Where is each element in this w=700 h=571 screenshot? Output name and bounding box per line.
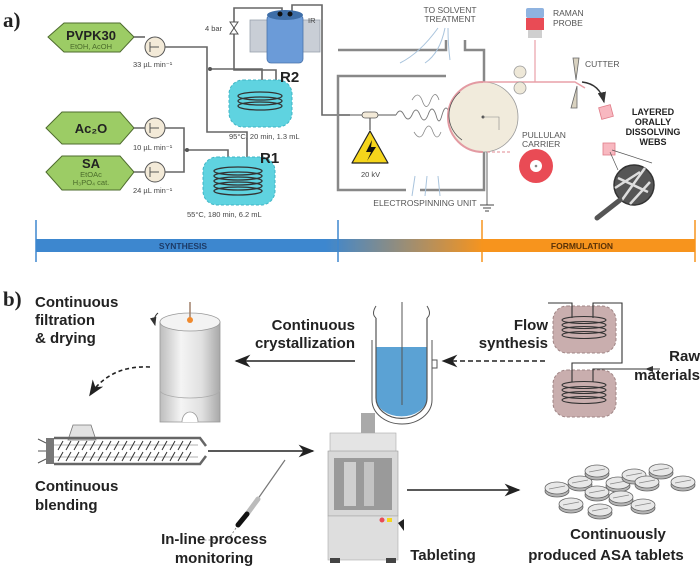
pump-icon bbox=[144, 36, 166, 58]
tableting-label: Tableting bbox=[410, 547, 476, 564]
pressure-valve-icon bbox=[229, 21, 239, 35]
filtration-to-blending-arrow bbox=[89, 366, 151, 397]
flow-rate-sa: 24 µL min⁻¹ bbox=[133, 186, 173, 195]
reagent-name: PVPK30 bbox=[66, 28, 116, 43]
flow-rate-pvpk30: 33 µL min⁻¹ bbox=[133, 60, 173, 69]
monitoring-label-2: monitoring bbox=[175, 550, 253, 567]
filter-dryer-icon bbox=[149, 302, 221, 423]
flow-synthesis-label-1: Flow bbox=[514, 317, 548, 334]
stage-formulation-label: FORMULATION bbox=[551, 241, 613, 251]
cutter-icon bbox=[570, 57, 580, 109]
pressure-label: 4 bar bbox=[205, 24, 223, 33]
webs-label-4: WEBS bbox=[640, 137, 667, 147]
raman-label-2: PROBE bbox=[553, 18, 583, 28]
collector-drum bbox=[447, 81, 519, 212]
tablet-press-icon bbox=[327, 413, 404, 563]
cutter-arrow bbox=[581, 81, 606, 104]
ir-cell-icon bbox=[249, 10, 321, 64]
reagent-sa: SA EtOAc H₃PO₄ cat. bbox=[45, 155, 135, 191]
tablets-label-1: Continuously bbox=[570, 526, 666, 543]
tablet-icon bbox=[670, 475, 696, 492]
pump-icon bbox=[144, 117, 166, 139]
tablet-icon bbox=[630, 498, 656, 515]
reagent-solvent: EtOH, AcOH bbox=[70, 42, 112, 51]
reagent-ac2o: Ac₂O bbox=[45, 111, 135, 145]
webs-label-1: LAYERED bbox=[632, 107, 675, 117]
high-voltage-icon bbox=[351, 130, 389, 164]
reactor-r2-label: R2 bbox=[280, 69, 299, 86]
solvent-treatment-label-2: TREATMENT bbox=[424, 14, 475, 24]
tablet-icon bbox=[567, 475, 593, 492]
spinneret bbox=[339, 94, 451, 138]
tablets-label-2: produced ASA tablets bbox=[528, 547, 684, 564]
pullulan-label-2: CARRIER bbox=[522, 139, 560, 149]
web-line bbox=[483, 40, 586, 153]
crystallization-label-2: crystallization bbox=[255, 335, 355, 352]
web-piece-icon bbox=[602, 142, 616, 156]
panel-a-label: a) bbox=[3, 8, 21, 32]
tablet-icon bbox=[608, 490, 634, 507]
filtration-label-3: & drying bbox=[35, 330, 96, 347]
tablet-icon bbox=[634, 475, 660, 492]
voltage-label: 20 kV bbox=[361, 170, 380, 179]
reactor-r2 bbox=[228, 79, 293, 128]
electrospinning-enclosure bbox=[336, 40, 486, 192]
blending-label-2: blending bbox=[35, 497, 98, 514]
reagent-solvent: EtOAc bbox=[80, 170, 102, 179]
blender-icon bbox=[37, 424, 207, 466]
tablet-icon bbox=[544, 481, 570, 498]
panel-b-label: b) bbox=[3, 287, 22, 311]
reactor-r2-conditions: 95°C, 20 min, 1.3 mL bbox=[229, 132, 300, 141]
solvent-treatment-label-1: TO SOLVENT bbox=[423, 5, 476, 15]
web-piece-icon bbox=[598, 104, 614, 120]
raw-materials-label-1: Raw bbox=[669, 348, 700, 365]
reagent-pvpk30: PVPK30 EtOH, AcOH bbox=[47, 22, 135, 53]
reactor-r1-conditions: 55°C, 180 min, 6.2 mL bbox=[187, 210, 262, 219]
flow-rate-ac2o: 10 µL min⁻¹ bbox=[133, 143, 173, 152]
raman-probe-icon bbox=[526, 8, 544, 38]
webs-label-3: DISSOLVING bbox=[626, 127, 681, 137]
solvent-vapor bbox=[399, 27, 451, 197]
pump-icon bbox=[144, 161, 166, 183]
magnifier-icon bbox=[594, 149, 655, 221]
cutter-label: CUTTER bbox=[585, 59, 619, 69]
flow-synthesis-label-2: synthesis bbox=[479, 335, 548, 352]
pullulan-roll-icon bbox=[519, 149, 553, 183]
reactor-r1 bbox=[202, 156, 276, 206]
ir-label: IR bbox=[308, 16, 316, 25]
monitoring-label-1: In-line process bbox=[161, 531, 267, 548]
reagent-catalyst: H₃PO₄ cat. bbox=[73, 178, 110, 187]
tablet-icon bbox=[587, 503, 613, 520]
reagent-name: Ac₂O bbox=[75, 121, 108, 136]
tablet-icon bbox=[584, 485, 610, 502]
electrospinning-label: ELECTROSPINNING UNIT bbox=[373, 198, 476, 208]
crystallizer-icon bbox=[371, 302, 438, 425]
raw-materials-label-2: materials bbox=[634, 367, 700, 384]
crystallization-label-1: Continuous bbox=[272, 317, 355, 334]
pullulan-label-1: PULLULAN bbox=[522, 130, 566, 140]
tablet-icon bbox=[648, 463, 674, 480]
flow-reactor-icon bbox=[548, 302, 660, 418]
filtration-label-1: Continuous bbox=[35, 294, 118, 311]
webs-label-2: ORALLY bbox=[635, 117, 671, 127]
tablet-icon bbox=[558, 497, 584, 514]
process-probe-icon bbox=[204, 459, 286, 541]
blending-label-1: Continuous bbox=[35, 478, 118, 495]
tablets-group bbox=[544, 463, 696, 520]
reagent-name: SA bbox=[82, 156, 101, 171]
stage-bar bbox=[35, 220, 696, 262]
reactor-r1-label: R1 bbox=[260, 150, 279, 167]
filtration-label-2: filtration bbox=[35, 312, 95, 329]
raman-label-1: RAMAN bbox=[553, 8, 584, 18]
tablet-icon bbox=[584, 464, 610, 481]
stage-synthesis-label: SYNTHESIS bbox=[159, 241, 208, 251]
